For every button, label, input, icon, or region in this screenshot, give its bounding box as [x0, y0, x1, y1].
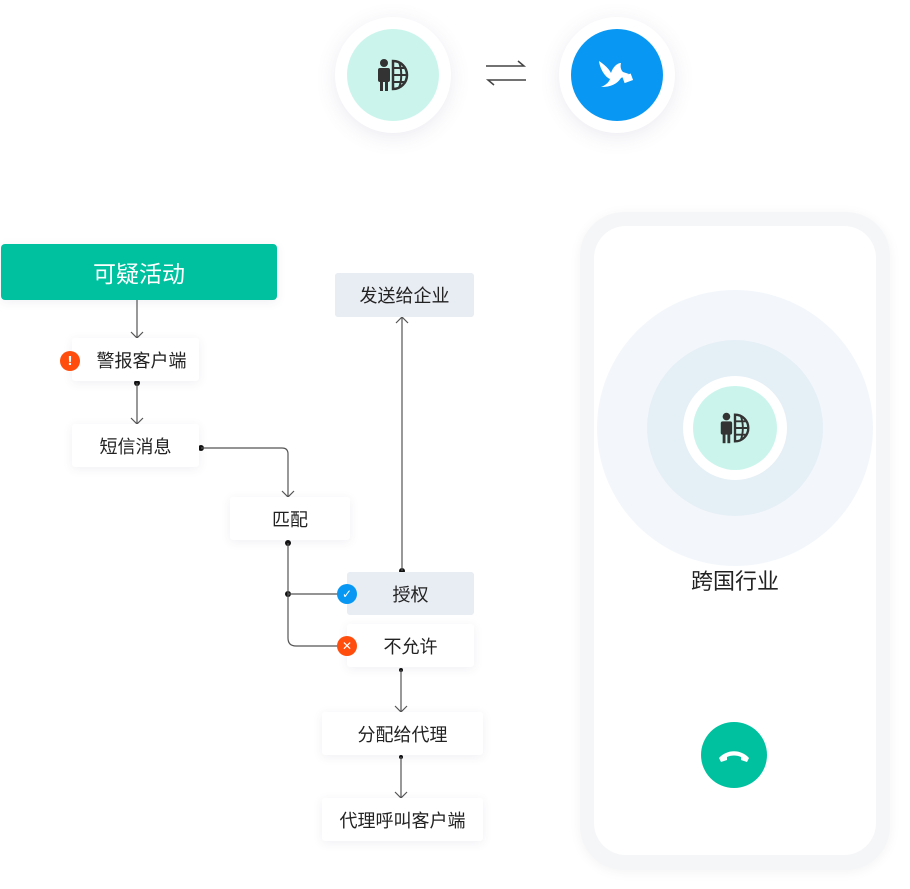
close-icon: ✕ [337, 636, 357, 656]
node-match: 匹配 [230, 497, 350, 540]
node-label: 警报客户端 [96, 350, 187, 372]
dove-message-icon [571, 29, 663, 121]
node-label: 不允许 [383, 636, 438, 658]
node-authorize: 授权 [347, 572, 474, 615]
alert-icon: ! [60, 351, 80, 371]
caller-name: 跨国行业 [690, 570, 779, 595]
node-alert-client: 警报客户端 [72, 338, 199, 381]
node-suspicious-activity: 可疑活动 [1, 244, 277, 300]
node-label: 发送给企业 [359, 286, 450, 307]
node-label: 短信消息 [99, 436, 172, 458]
business-globe-icon [347, 29, 439, 121]
hang-up-button[interactable] [701, 722, 767, 788]
phone-frame: 跨国行业 [580, 212, 890, 870]
exchange-arrows-icon [485, 60, 527, 86]
business-avatar-outer [335, 17, 451, 133]
node-label: 匹配 [272, 509, 308, 531]
node-assign-agent: 分配给代理 [322, 712, 483, 755]
phone-screen: 跨国行业 [594, 226, 876, 855]
check-icon: ✓ [337, 584, 357, 604]
node-send-enterprise: 发送给企业 [335, 273, 474, 317]
node-sms: 短信消息 [72, 424, 199, 467]
dove-avatar-outer [559, 17, 675, 133]
business-globe-icon [693, 386, 777, 470]
node-label: 代理呼叫客户端 [339, 810, 466, 832]
node-label: 分配给代理 [357, 724, 448, 746]
caller-avatar [683, 376, 787, 480]
node-label: 可疑活动 [93, 262, 185, 288]
node-label: 授权 [392, 584, 429, 606]
phone-hangup-icon [719, 751, 749, 762]
node-agent-call: 代理呼叫客户端 [322, 798, 483, 841]
node-deny: 不允许 [347, 624, 474, 667]
